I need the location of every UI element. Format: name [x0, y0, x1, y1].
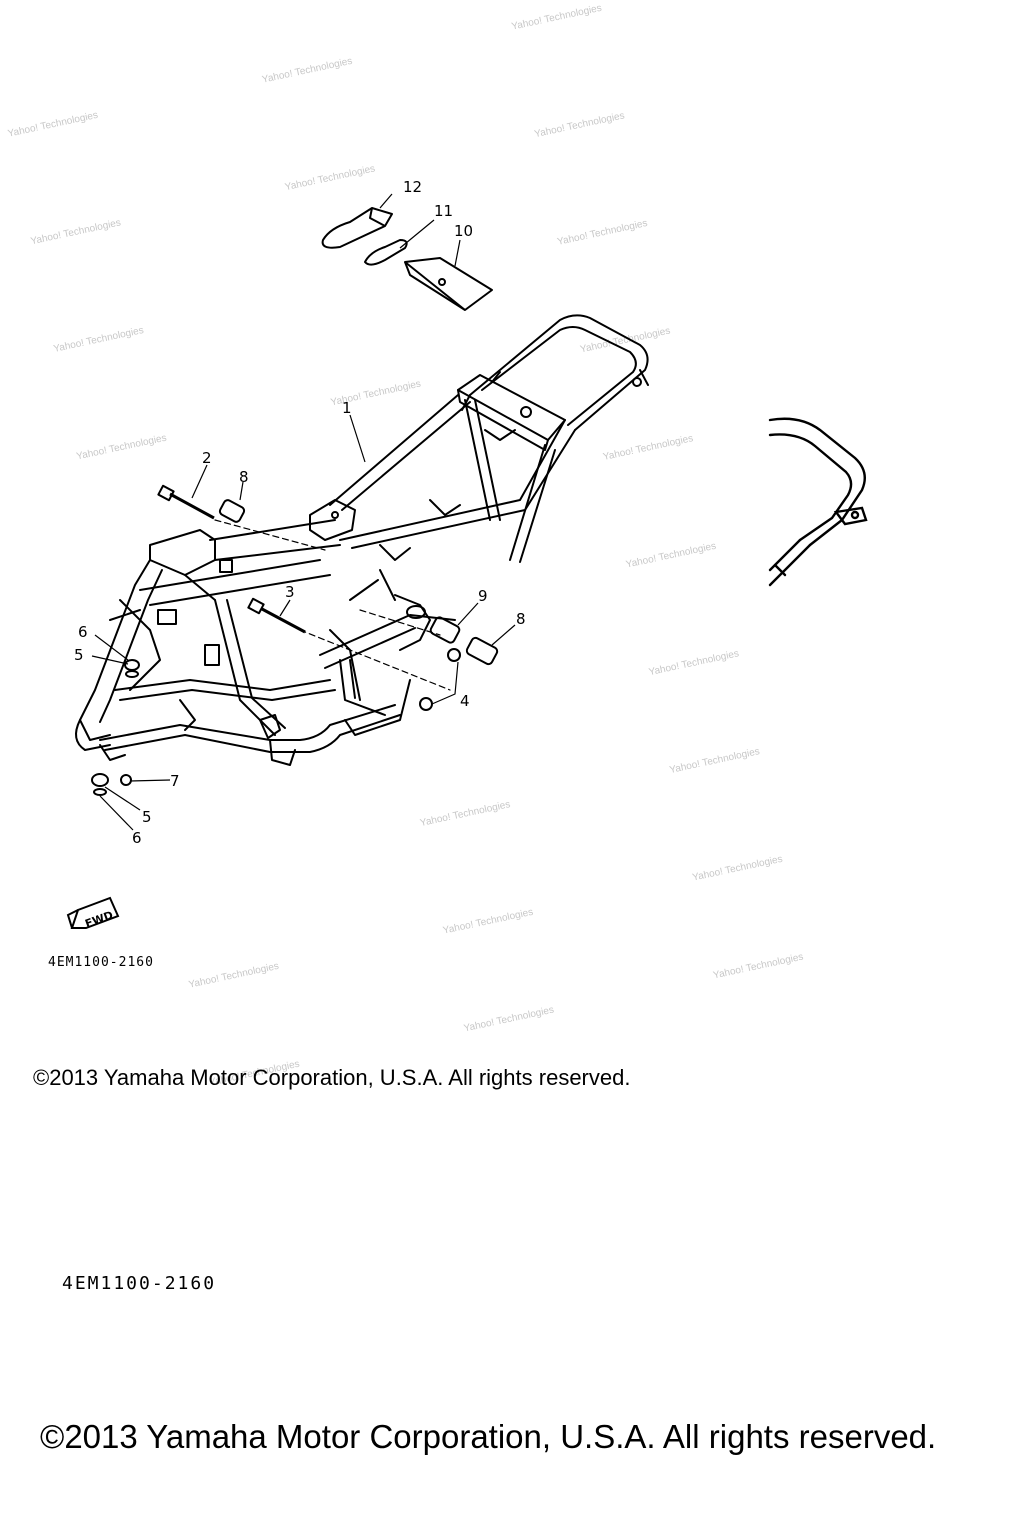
watermark: Yahoo! Technologies: [625, 541, 717, 571]
part-9-collar: [429, 616, 461, 644]
callouts: 1 2 3 4 5 5 6 6 7 8 8 9 10 11 12: [74, 178, 526, 847]
watermark: Yahoo! Technologies: [602, 433, 694, 463]
upper-rail: [329, 394, 459, 506]
callout-6-lower: 6: [132, 829, 142, 847]
watermark: Yahoo! Technologies: [463, 1005, 555, 1035]
seat-plate: [309, 499, 356, 541]
frame-drawing: [75, 314, 649, 766]
diagram-code-small: 4EM1100-2160: [48, 955, 154, 970]
callout-8-top: 8: [239, 468, 249, 486]
part-10-bag: [404, 257, 493, 311]
part-3-bolt: [261, 607, 306, 634]
part-4-nut-upper: [447, 648, 461, 662]
callout-9: 9: [478, 587, 488, 605]
watermark: Yahoo! Technologies: [419, 799, 511, 829]
callout-3: 3: [285, 583, 295, 601]
front-frame: [149, 529, 216, 576]
watermark: Yahoo! Technologies: [284, 163, 376, 193]
callout-6-upper: 6: [78, 623, 88, 641]
watermark: Yahoo! Technologies: [261, 56, 353, 86]
callout-2: 2: [202, 449, 212, 467]
loose-parts: [91, 207, 499, 796]
lower-rail: [99, 704, 396, 741]
watermark: Yahoo! Technologies: [648, 648, 740, 678]
assembly-line-bolt-2: [214, 519, 326, 551]
copyright-large: ©2013 Yamaha Motor Corporation, U.S.A. A…: [40, 1418, 937, 1455]
part-5-grommet-lower: [91, 773, 109, 787]
part-11-band: [364, 239, 408, 266]
callout-5-upper: 5: [74, 646, 84, 664]
watermark: Yahoo! Technologies: [579, 326, 671, 356]
part-6-washer-upper: [125, 670, 139, 678]
watermark: Yahoo! Technologies: [669, 746, 761, 776]
callout-1: 1: [342, 399, 352, 417]
watermark: Yahoo! Technologies: [75, 433, 167, 463]
watermark: Yahoo! Technologies: [188, 961, 280, 991]
callout-8-right: 8: [516, 610, 526, 628]
watermark: Yahoo! Technologies: [712, 952, 804, 982]
callout-4: 4: [460, 692, 470, 710]
rear-carrier: [469, 314, 649, 431]
watermark: Yahoo! Technologies: [556, 218, 648, 248]
watermark: Yahoo! Technologies: [7, 110, 99, 140]
watermark-grid: Yahoo! Technologies Yahoo! Technologies …: [7, 3, 805, 1089]
callout-5-lower: 5: [142, 808, 152, 826]
watermark: Yahoo! Technologies: [53, 325, 145, 355]
assembly-line-bolt-3: [299, 629, 451, 691]
part-8-collar-right: [465, 636, 499, 666]
copyright-small: ©2013 Yamaha Motor Corporation, U.S.A. A…: [33, 1065, 631, 1090]
partial-rack-detail: [768, 417, 868, 587]
watermark: Yahoo! Technologies: [533, 110, 625, 140]
part-5-grommet-upper: [124, 659, 140, 671]
fwd-arrow-icon: FWD: [66, 896, 120, 931]
leader-lines: [91, 193, 516, 831]
diagram-code-large: 4EM1100-2160: [62, 1273, 217, 1294]
part-12-strap: [321, 207, 393, 249]
callout-10: 10: [454, 222, 473, 240]
callout-12: 12: [403, 178, 422, 196]
watermark: Yahoo! Technologies: [442, 907, 534, 937]
watermark: Yahoo! Technologies: [30, 217, 122, 247]
part-2-bolt: [169, 492, 215, 520]
watermark: Yahoo! Technologies: [691, 854, 783, 884]
watermark: Yahoo! Technologies: [511, 3, 603, 33]
part-6-washer-lower: [93, 788, 107, 796]
callout-7: 7: [170, 772, 180, 790]
assembly-line-bolt-9: [359, 609, 441, 636]
callout-11: 11: [434, 202, 453, 220]
part-8-collar-top: [218, 499, 246, 523]
part-4-nut-lower: [419, 697, 433, 711]
part-7-nut: [120, 774, 132, 786]
